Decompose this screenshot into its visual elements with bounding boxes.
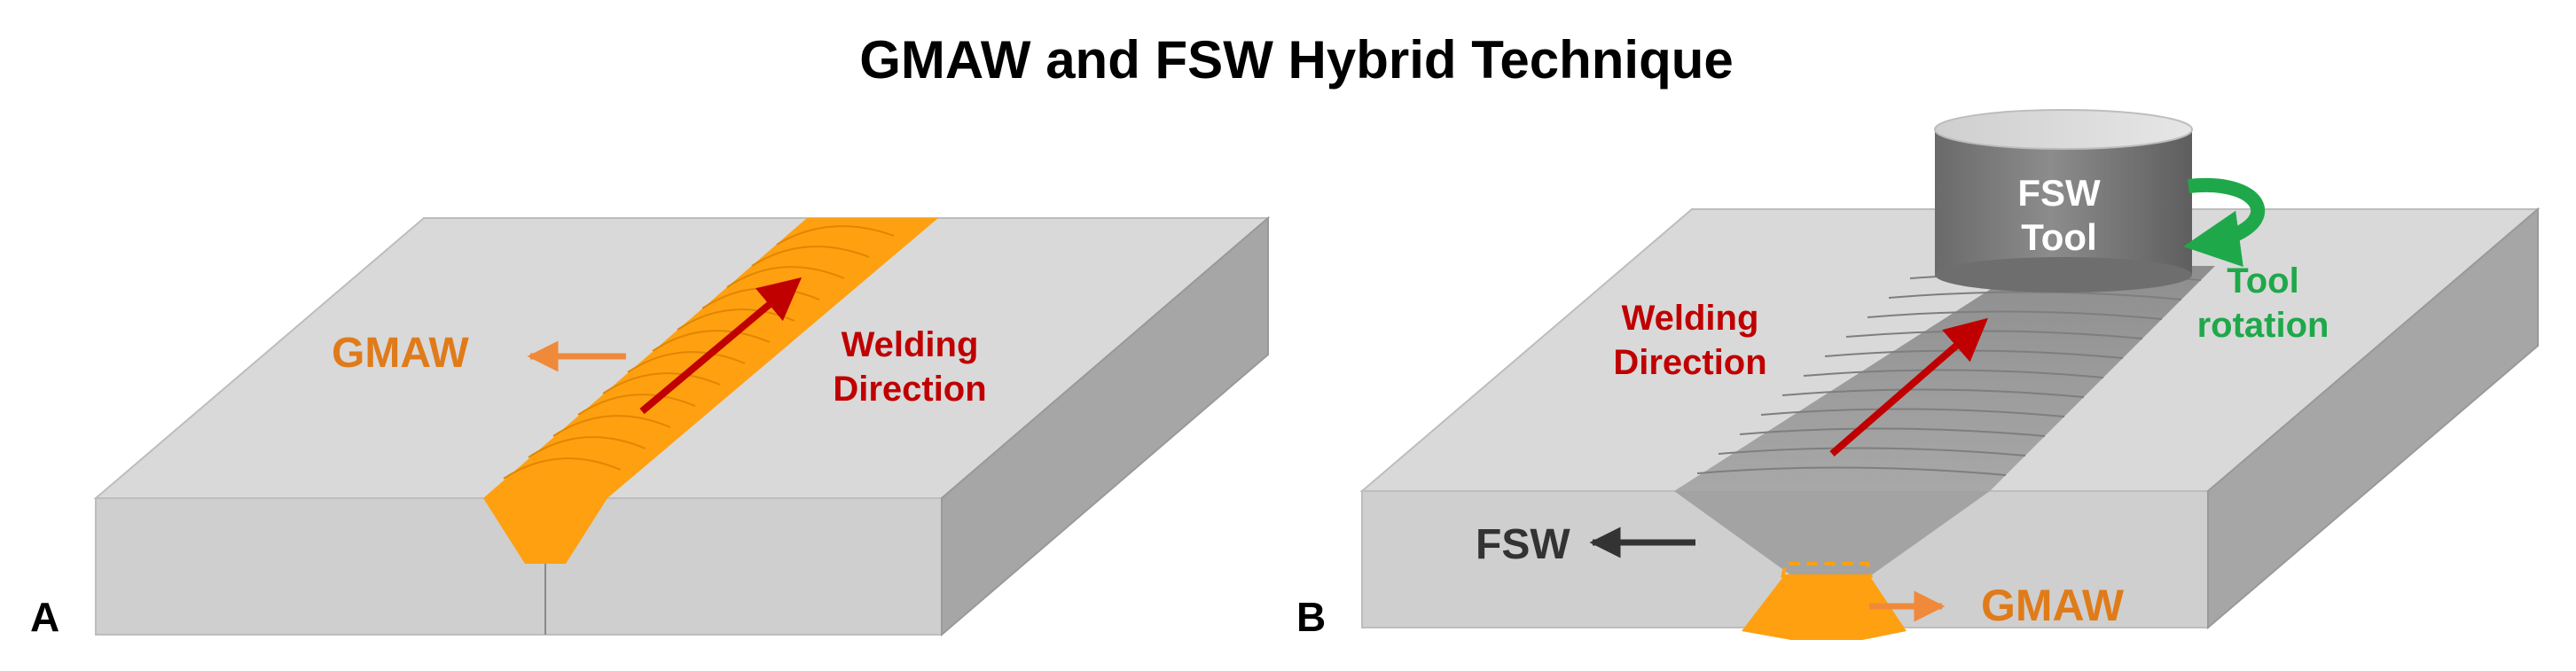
welding-direction-arrow-a xyxy=(639,277,803,415)
tool-rotation-label-line1: Tool xyxy=(2227,261,2298,300)
fsw-tool xyxy=(1934,109,2193,293)
plate-b-side xyxy=(2207,207,2539,630)
tool-rotation-arrow xyxy=(2183,177,2266,268)
fsw-label: FSW xyxy=(1476,521,1570,568)
tool-rotation-label-line2: rotation xyxy=(2197,306,2329,345)
diagram-title: GMAW and FSW Hybrid Technique xyxy=(859,30,1734,90)
panel-b: FSW Tool Tool rotation Welding Direction… xyxy=(1296,109,2541,640)
gmaw-label-a: GMAW xyxy=(332,330,469,377)
panel-a-letter: A xyxy=(30,594,59,640)
panel-a: GMAW Welding Direction A xyxy=(30,215,1271,640)
welding-direction-arrow-b xyxy=(1829,317,1989,457)
welding-direction-label-a-line2: Direction xyxy=(833,370,986,409)
weld-ripples xyxy=(503,225,895,480)
fsw-tool-label-line1: FSW xyxy=(2017,172,2101,214)
welding-direction-label-a-line1: Welding xyxy=(842,325,979,364)
fsw-tool-label-line2: Tool xyxy=(2021,216,2097,258)
panel-b-letter: B xyxy=(1296,594,1326,640)
welding-direction-label-b-line2: Direction xyxy=(1613,343,1766,382)
fsw-cross-section xyxy=(1674,491,1990,578)
plate-a-side xyxy=(941,215,1269,637)
fsw-stir-track xyxy=(1674,266,2215,491)
gmaw-root-weld-dashed xyxy=(1781,562,1873,579)
welding-direction-label-b-line1: Welding xyxy=(1622,299,1759,338)
gmaw-root-weld xyxy=(1742,574,1907,640)
gmaw-weld-cross-section xyxy=(483,498,607,564)
gmaw-label-b: GMAW xyxy=(1981,581,2125,630)
